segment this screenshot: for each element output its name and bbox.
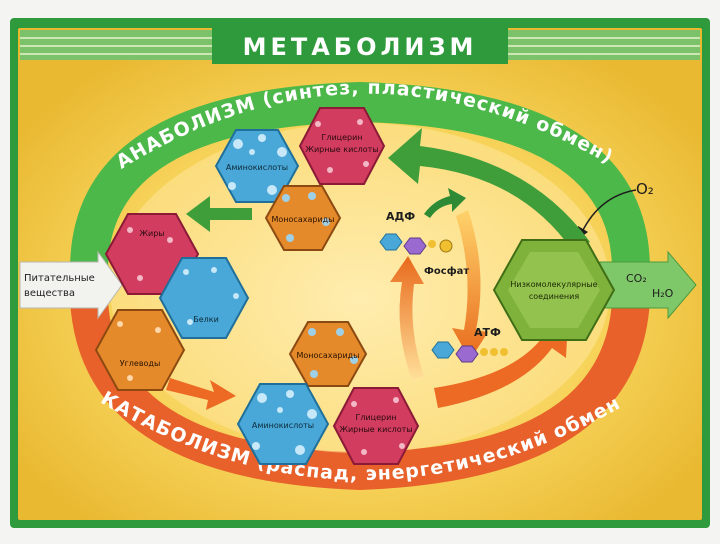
catabolism-fatty-acids-label: Жирные кислоты (339, 425, 412, 434)
energy-arrow-down (452, 210, 488, 360)
catabolism-glycerin-label: Глицерин (355, 413, 396, 422)
adp-molecule-icon (379, 233, 436, 255)
nutrients-label-line1: Питательные (24, 273, 95, 284)
proteins-label: Белки (193, 315, 219, 324)
anabolism-glycerin-label: Глицерин (321, 133, 362, 142)
inner-field (110, 123, 610, 453)
anabolism-amino-acids-label: Аминокислоты (226, 163, 288, 172)
hex-catabolism-glycerin: Глицерин Жирные кислоты (332, 387, 420, 465)
h2o-label: H₂O (652, 287, 674, 300)
hex-catabolism-amino-acids: Аминокислоты (236, 383, 330, 465)
hex-anabolism-amino-acids: Аминокислоты (214, 129, 300, 203)
nutrients-input-arrow: Питательные вещества (19, 250, 123, 320)
phosphate-icon (439, 239, 453, 253)
adp-label: АДФ (386, 210, 415, 223)
oxygen-arrow (581, 189, 637, 233)
adp-green-arrow (424, 188, 466, 218)
hex-anabolism-monosaccharides: Моносахариды (264, 185, 342, 251)
nutrients-label-line2: вещества (24, 288, 75, 299)
anabolism-monosaccharides-label: Моносахариды (272, 215, 335, 224)
fats-label: Жиры (139, 229, 164, 238)
catabolism-monosaccharides-label: Моносахариды (297, 351, 360, 360)
anabolism-arrow-left (186, 196, 252, 232)
catabolism-amino-acids-label: Аминокислоты (252, 421, 314, 430)
atp-molecule-icon (431, 341, 508, 363)
co2-label: CO₂ (626, 272, 647, 285)
energy-arrow-up (390, 256, 424, 380)
phosphate-label: Фосфат (424, 265, 469, 277)
atp-label: АТФ (474, 326, 501, 339)
hex-low-molecular-compounds: Низкомолекулярные соединения (492, 239, 616, 341)
anabolism-arrow-right (388, 128, 590, 250)
low-molecular-label-line1: Низкомолекулярные (510, 280, 597, 289)
page-title: МЕТАБОЛИЗМ (243, 33, 478, 61)
catabolism-arrow-left (166, 378, 236, 410)
oxygen-label: O₂ (636, 180, 654, 198)
hex-anabolism-glycerin: Глицерин Жирные кислоты (298, 107, 386, 185)
title-banner: МЕТАБОЛИЗМ (20, 28, 700, 64)
low-molecular-label-line2: соединения (529, 292, 580, 301)
hex-carbohydrates: Углеводы (94, 309, 186, 391)
carbohydrates-label: Углеводы (120, 359, 161, 368)
catabolism-band (70, 300, 650, 490)
output-arrow: CO₂ H₂O (599, 250, 697, 320)
anabolism-band (70, 82, 650, 270)
hex-proteins: Белки (158, 257, 250, 339)
anabolism-fatty-acids-label: Жирные кислоты (305, 145, 378, 154)
catabolism-arrow-right (434, 318, 568, 408)
